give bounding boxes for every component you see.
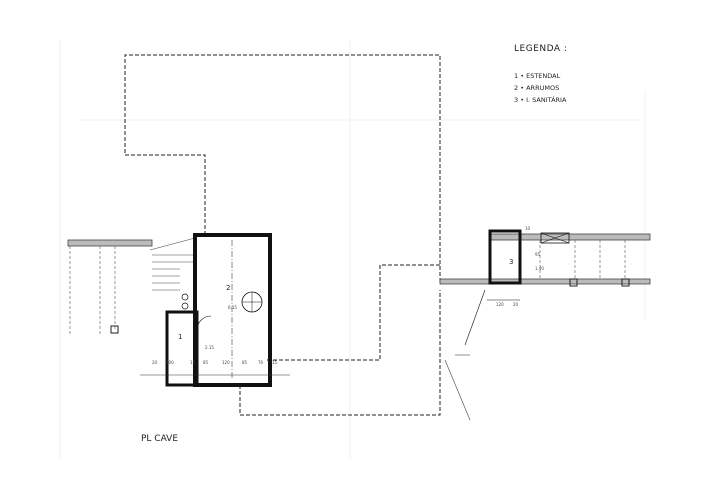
room-3-walls bbox=[464, 229, 570, 346]
dimension-label: 85 bbox=[242, 360, 248, 365]
dimension-label: 20 bbox=[152, 360, 158, 365]
room-label-3: 3 bbox=[509, 258, 514, 266]
dimension-label: 20 bbox=[513, 302, 519, 307]
legend-item: 3 • I. SANITÁRIA bbox=[514, 96, 567, 104]
dimension-label: 2.15 bbox=[205, 345, 214, 350]
dimension-label: 15 bbox=[272, 360, 278, 365]
pillars bbox=[110, 278, 630, 334]
dimension-label: 95 bbox=[535, 252, 541, 257]
plan-title: PL CAVE bbox=[141, 434, 179, 444]
stairs bbox=[149, 237, 471, 421]
dimension-label: 15 bbox=[190, 360, 196, 365]
dimension-label: 100 bbox=[166, 360, 174, 365]
dimension-label: 120 bbox=[222, 360, 230, 365]
legend-item: 2 • ARRUMOS bbox=[514, 84, 560, 92]
terrain-walls bbox=[67, 233, 651, 285]
room-1-walls bbox=[165, 293, 212, 387]
room-label-2: 2 bbox=[226, 284, 231, 292]
dimension-label: 6.15 bbox=[228, 305, 237, 310]
legend-item: 1 • ESTENDAL bbox=[514, 72, 561, 80]
dimension-label: 85 bbox=[203, 360, 209, 365]
dimension-label: 70 bbox=[258, 360, 264, 365]
dimension-label: 1.40 bbox=[535, 266, 544, 271]
room-2-walls bbox=[193, 233, 272, 387]
legend-title: LEGENDA : bbox=[514, 44, 568, 54]
background-noise bbox=[59, 40, 646, 460]
upper-floor-outline bbox=[124, 54, 441, 416]
dimension-label: 10 bbox=[525, 226, 531, 231]
dimension-label: 120 bbox=[496, 302, 504, 307]
room-label-1: 1 bbox=[178, 333, 183, 341]
pergola-lines bbox=[69, 240, 626, 335]
